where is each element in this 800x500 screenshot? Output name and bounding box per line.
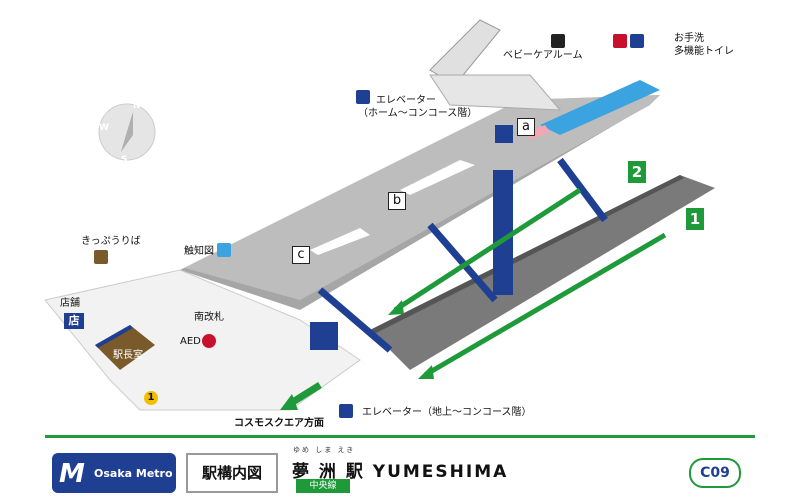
line-badge: 中央線 (296, 479, 350, 493)
station-ruby: ゆめ しま えき (293, 446, 356, 454)
elevator-platform-label: エレベーター (376, 95, 436, 106)
marker-a: a (517, 118, 535, 136)
aed-icon (202, 334, 216, 348)
baby-room-label: ベビーケアルーム (503, 50, 583, 61)
concourse-opening (310, 228, 370, 255)
station-master-room (95, 325, 155, 370)
elevator-icon (339, 404, 353, 418)
escalator (317, 287, 393, 353)
direction-arrow (393, 187, 582, 313)
compass-letter-e: E (156, 129, 162, 139)
compass-letter-n: N (133, 101, 141, 111)
marker-b: b (388, 192, 406, 210)
osaka-metro-logo: M Osaka Metro (52, 453, 176, 493)
arrow-head (280, 394, 298, 410)
elevator-icon (356, 90, 370, 104)
arrow-head (418, 365, 434, 379)
map-title: 駅構内図 (186, 453, 278, 493)
wheelchair-icon (630, 34, 644, 48)
logo-mark: M (59, 459, 85, 489)
elevator-ground-label: エレベーター（地上～コンコース階） (362, 407, 532, 418)
station-code: C09 (689, 458, 741, 488)
ticket-icon (94, 250, 108, 264)
compass-letter-w: W (99, 123, 109, 133)
direction-arrow (423, 232, 667, 378)
escalator (427, 222, 498, 303)
tactile-map-icon (217, 243, 231, 257)
station-map: N E S W (44, 19, 715, 411)
arrow-head (388, 300, 404, 315)
compass-needle (121, 112, 133, 152)
footer: M Osaka Metro 駅構内図 ゆめ しま えき 夢 洲 駅 YUMESH… (0, 433, 800, 500)
stairs-top-area (429, 74, 562, 111)
multi-toilet-label: 多機能トイレ (674, 46, 734, 57)
toilets-label: お手洗 (674, 33, 704, 44)
shop-label: 店舗 (60, 298, 80, 309)
concourse-opening (400, 160, 475, 195)
island-platform (370, 175, 715, 370)
logo-text: Osaka Metro (94, 467, 173, 480)
platform-1-number: 1 (686, 208, 704, 230)
elevator-shaft (493, 170, 513, 295)
marker-c: c (292, 246, 310, 264)
platform-2-number: 2 (628, 161, 646, 183)
shop-icon: 店 (64, 313, 84, 329)
cosmo-square-direction-label: コスモスクエア方面 (234, 418, 324, 429)
ground-elevator (310, 322, 338, 350)
baby-room-area (525, 125, 550, 140)
aed-label: AED (180, 336, 201, 347)
kippu-label: きっぷうりば (81, 236, 141, 247)
station-master-label: 駅長室 (113, 350, 143, 361)
toilet-icon (613, 34, 627, 48)
green-divider (45, 435, 755, 438)
exit-number-badge: 1 (144, 391, 158, 405)
platform-elevator (495, 125, 513, 143)
toilet-area (540, 80, 660, 135)
south-gate-label: 南改札 (194, 312, 224, 323)
compass-letter-s: S (121, 155, 127, 165)
tactile-map-label: 触知図 (184, 246, 214, 257)
shop-edge (95, 325, 133, 348)
elevator-platform-sub-label: （ホーム～コンコース階） (358, 108, 478, 119)
baby-room-icon (551, 34, 565, 48)
platform-edge (370, 175, 684, 334)
station-name: 夢 洲 駅 YUMESHIMA (292, 462, 509, 482)
escalator (557, 157, 608, 223)
